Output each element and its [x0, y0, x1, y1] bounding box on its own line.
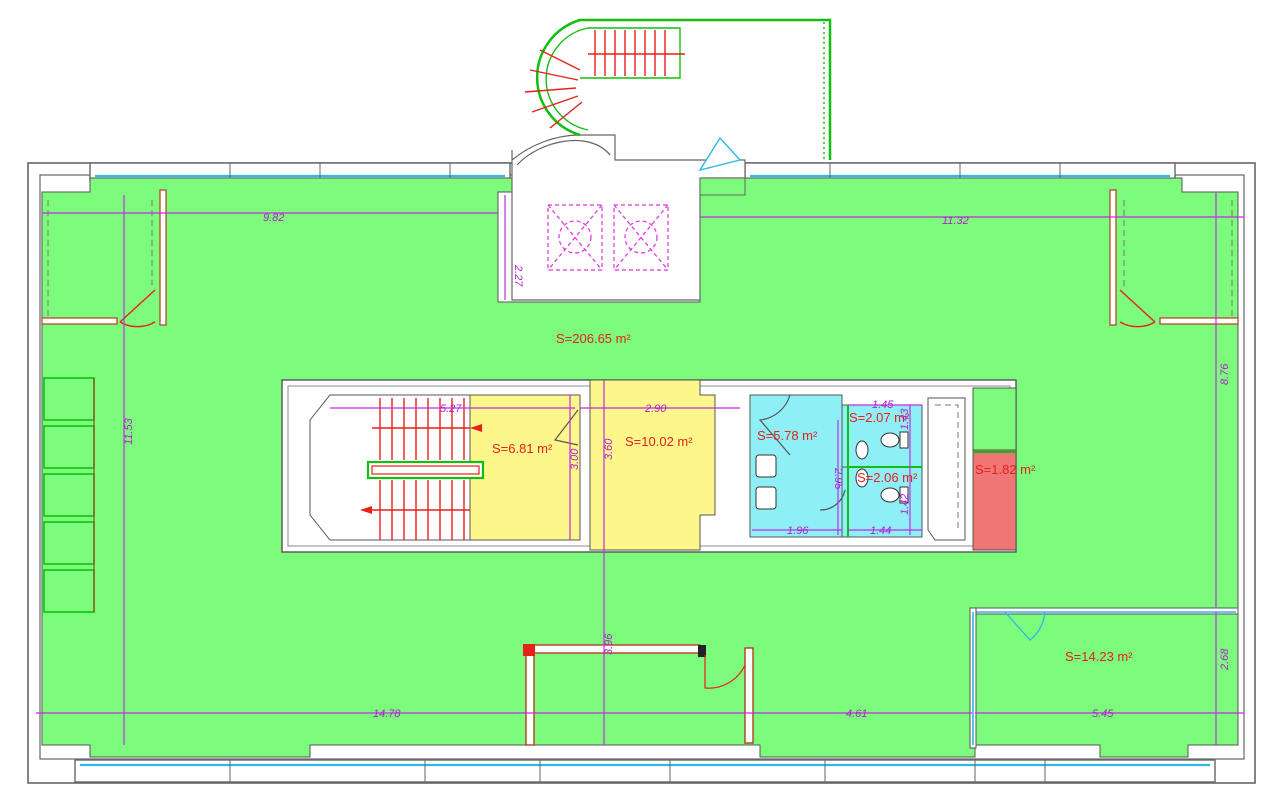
area-label-utility: S=1.82 m²: [975, 462, 1036, 477]
dimension-label: 14.78: [373, 708, 401, 720]
dimension-label: 1.96: [787, 525, 809, 537]
area-label-restroom-c: S=2.06 m²: [857, 470, 918, 485]
area-label-restroom-a: S=5.78 m²: [757, 428, 818, 443]
dimension-label: 2.27: [512, 264, 524, 287]
dimension-label: 1.43: [899, 408, 911, 430]
dimension-label: 1.42: [899, 494, 911, 515]
storage-lockers: [43, 377, 95, 613]
dimension-label: 2.95: [832, 467, 844, 490]
dimension-label: 8.76: [1219, 363, 1231, 385]
reception-partition: [523, 644, 754, 746]
dimension-label: 5.45: [1092, 708, 1114, 720]
dimension-lines: [36, 192, 1244, 745]
elevator-shafts: [547, 204, 669, 271]
dimension-label: 11.32: [942, 215, 969, 227]
dimension-label: 3.60: [603, 438, 615, 460]
main-stair-treads: [360, 398, 485, 540]
central-core: [281, 379, 1017, 553]
dimension-label: 11.53: [123, 417, 135, 445]
area-label-main: S=206.65 m²: [556, 331, 631, 346]
area-label-stair-landing: S=6.81 m²: [492, 441, 553, 456]
left-partition: [41, 189, 167, 328]
dimension-label: 5.27: [440, 403, 462, 415]
office-room: [969, 607, 1239, 749]
dimension-label: 1.45: [872, 399, 894, 411]
dimension-label: 1.44: [870, 525, 891, 537]
dimension-label: 9.82: [263, 212, 284, 224]
area-label-lobby: S=10.02 m²: [625, 434, 693, 449]
dimension-label: 3.00: [569, 448, 581, 470]
dimension-label: 3.96: [603, 633, 615, 655]
dimension-label: 2.90: [644, 403, 667, 415]
area-label-office: S=14.23 m²: [1065, 649, 1133, 664]
windows-bottom: [74, 759, 1216, 783]
area-label-restroom-b: S=2.07 m²: [849, 410, 910, 425]
entry-projection: [511, 18, 832, 301]
dimension-label: 2.68: [1219, 648, 1231, 671]
spiral-stair-treads: [524, 30, 685, 129]
right-partition: [1109, 189, 1239, 328]
dimension-label: 4.61: [846, 708, 867, 720]
